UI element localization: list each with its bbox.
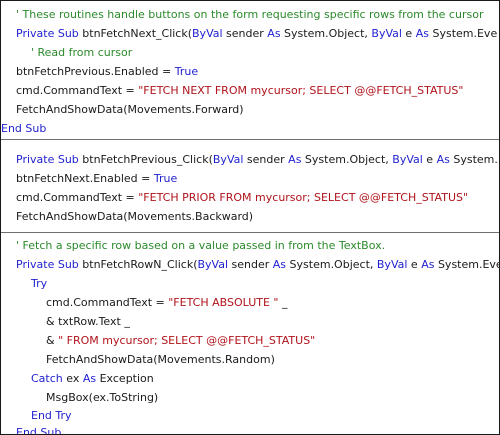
code-text: & [46, 334, 59, 347]
code-text: sender [243, 153, 289, 166]
code-keyword: True [153, 172, 178, 185]
code-text: sender [228, 258, 273, 271]
code-keyword: As [415, 27, 429, 40]
block-separator [1, 139, 499, 140]
code-string: "FETCH NEXT FROM mycursor; SELECT @@FETC… [138, 84, 464, 97]
code-text: btnFetchPrevious_Click( [78, 153, 213, 166]
code-text: e [407, 258, 422, 271]
code-text: System.Object, [301, 153, 393, 166]
code-line: btnFetchPrevious.Enabled = True [16, 62, 499, 81]
code-keyword: ByVal [192, 27, 223, 40]
code-text: FetchAndShowData(Movements.Random) [46, 353, 275, 366]
code-text: _ [278, 296, 288, 309]
code-line: ' Read from cursor [31, 43, 499, 62]
code-keyword: End Sub [1, 122, 47, 135]
code-text: e [401, 27, 416, 40]
code-string: " FROM mycursor; SELECT @@FETCH_STATUS" [58, 334, 316, 347]
code-text: System.Object, [280, 27, 372, 40]
code-line: End Sub [16, 423, 499, 435]
code-text: & txtRow.Text _ [46, 315, 130, 328]
code-text: ex [62, 372, 83, 385]
code-text: FetchAndShowData(Movements.Forward) [16, 103, 244, 116]
code-keyword: Catch [31, 372, 63, 385]
code-text: e [422, 153, 437, 166]
code-keyword: As [436, 153, 450, 166]
code-keyword: Try [31, 277, 48, 290]
block-separator [1, 232, 499, 233]
code-keyword: As [82, 372, 97, 385]
code-line: Private Sub btnFetchPrevious_Click(ByVal… [16, 150, 499, 169]
code-keyword: Private Sub [16, 258, 79, 271]
code-line: & txtRow.Text _ [46, 312, 499, 331]
code-line: Private Sub btnFetchRowN_Click(ByVal sen… [16, 255, 500, 274]
code-text: MsgBox(ex.ToString) [46, 391, 159, 404]
code-text: btnFetchPrevious.Enabled = [16, 65, 175, 78]
code-line: End Sub [1, 119, 499, 138]
code-keyword: ByVal [392, 153, 423, 166]
code-string: "FETCH ABSOLUTE " [168, 296, 279, 309]
code-keyword: As [288, 153, 302, 166]
code-text: cmd.CommandText = [46, 296, 169, 309]
code-line: Private Sub btnFetchNext_Click(ByVal sen… [16, 24, 499, 43]
code-text: System.Object, [286, 258, 377, 271]
code-comment: ' Read from cursor [31, 46, 133, 59]
code-line: ' These routines handle buttons on the f… [16, 5, 499, 24]
code-keyword: Private Sub [16, 153, 79, 166]
code-line: MsgBox(ex.ToString) [46, 388, 499, 407]
code-text: System.Eve [428, 27, 498, 40]
code-keyword: End Sub [16, 426, 62, 435]
code-line: FetchAndShowData(Movements.Backward) [16, 207, 499, 226]
code-text: System.Eve [434, 258, 500, 271]
code-text: cmd.CommandText = [16, 84, 139, 97]
code-keyword: ByVal [371, 27, 402, 40]
code-text: cmd.CommandText = [16, 191, 139, 204]
code-comment: ' These routines handle buttons on the f… [16, 8, 484, 21]
code-text: sender [222, 27, 268, 40]
code-keyword: ByVal [212, 153, 244, 166]
code-line: cmd.CommandText = "FETCH NEXT FROM mycur… [16, 81, 499, 100]
code-line: cmd.CommandText = "FETCH ABSOLUTE " _ [46, 293, 499, 312]
code-comment: ' Fetch a specific row based on a value … [16, 239, 386, 252]
code-text: FetchAndShowData(Movements.Backward) [16, 210, 254, 223]
code-keyword: End Try [31, 409, 72, 422]
code-line: btnFetchNext.Enabled = True [16, 169, 499, 188]
code-line: Try [31, 274, 499, 293]
code-keyword: As [272, 258, 287, 271]
code-keyword: As [267, 27, 281, 40]
code-text: btnFetchNext.Enabled = [16, 172, 154, 185]
code-line: ' Fetch a specific row based on a value … [16, 236, 499, 255]
code-line: FetchAndShowData(Movements.Forward) [16, 100, 499, 119]
code-text: Exception [96, 372, 154, 385]
code-keyword: Private Sub [16, 27, 79, 40]
code-line: Catch ex As Exception [31, 369, 499, 388]
code-text: System. [449, 153, 498, 166]
code-keyword: ByVal [197, 258, 229, 271]
code-keyword: As [421, 258, 435, 271]
code-keyword: ByVal [376, 258, 408, 271]
code-line: cmd.CommandText = "FETCH PRIOR FROM mycu… [16, 188, 499, 207]
code-line: End Try [31, 406, 499, 425]
code-text: btnFetchNext_Click( [78, 27, 193, 40]
code-line: FetchAndShowData(Movements.Random) [46, 350, 499, 369]
code-string: "FETCH PRIOR FROM mycursor; SELECT @@FET… [138, 191, 469, 204]
code-text: btnFetchRowN_Click( [78, 258, 198, 271]
code-line: & " FROM mycursor; SELECT @@FETCH_STATUS… [46, 331, 499, 350]
code-keyword: True [174, 65, 199, 78]
